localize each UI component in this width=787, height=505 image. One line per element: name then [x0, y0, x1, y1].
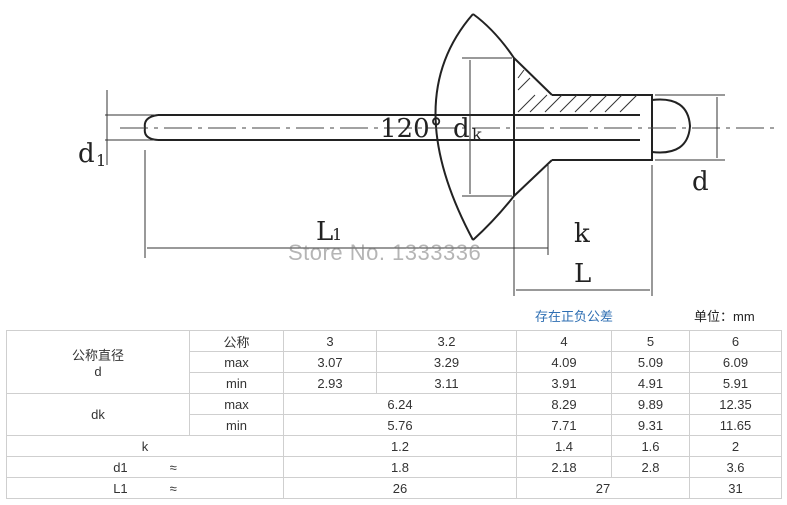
value-cell: 1.2: [283, 435, 517, 457]
value-cell: 6.24: [283, 393, 517, 415]
table-row: dk max 6.24 8.29 9.89 12.35: [6, 393, 782, 436]
value-cell: 4.09: [516, 351, 612, 373]
size-cell: 3: [283, 330, 377, 352]
d1-label-text: d1: [113, 459, 128, 475]
table-row: max 3.07 3.29 4.09 5.09 6.09: [7, 351, 782, 373]
row-label: max: [189, 393, 284, 415]
value-cell: 3.29: [376, 351, 517, 373]
label-L: L: [574, 259, 591, 289]
approx-symbol: ≈: [169, 459, 177, 475]
value-cell: 1.8: [283, 456, 517, 478]
table-row: d1 ≈ 1.8 2.18 2.8 3.6: [6, 456, 782, 478]
label-angle: 120°: [380, 114, 443, 144]
value-cell: 8.29: [516, 393, 612, 415]
size-cell: 6: [689, 330, 782, 352]
value-cell: 3.11: [376, 372, 517, 394]
value-cell: 26: [283, 477, 517, 499]
svg-text:1: 1: [96, 151, 106, 170]
value-cell: 31: [689, 477, 782, 499]
label-L1: L: [316, 217, 333, 247]
value-cell: 9.31: [611, 414, 690, 436]
value-cell: 5.09: [611, 351, 690, 373]
value-cell: 7.71: [516, 414, 612, 436]
label-dk: d: [453, 114, 470, 144]
label-d1: d: [78, 139, 95, 169]
table-row: k 1.2 1.4 1.6 2: [6, 435, 782, 457]
unit-note: 单位：mm: [694, 309, 755, 324]
value-cell: 3.6: [689, 456, 782, 478]
value-cell: 12.35: [689, 393, 782, 415]
header-label: 公称: [189, 330, 284, 352]
table-row: L1 ≈ 26 27 31: [6, 477, 782, 499]
row-label: L1 ≈: [6, 477, 284, 499]
value-cell: 1.6: [611, 435, 690, 457]
row-label: min: [189, 414, 284, 436]
label-k: k: [574, 219, 590, 249]
value-cell: 6.09: [689, 351, 782, 373]
value-cell: 11.65: [689, 414, 782, 436]
table-row: 公称直径 d 公称 3 3.2 4 5 6: [6, 330, 782, 394]
dk-label: dk: [6, 393, 190, 436]
svg-text:k: k: [472, 125, 482, 144]
value-cell: 27: [516, 477, 690, 499]
value-cell: 9.89: [611, 393, 690, 415]
label-d: d: [692, 167, 709, 197]
dimension-table: 公称直径 d 公称 3 3.2 4 5 6 max 3.07 3.29 4.09…: [6, 330, 782, 499]
row-label: k: [6, 435, 284, 457]
value-cell: 5.91: [689, 372, 782, 394]
approx-symbol: ≈: [169, 480, 177, 496]
size-cell: 5: [611, 330, 690, 352]
value-cell: 3.07: [283, 351, 377, 373]
nominal-diameter-label: 公称直径 d: [6, 330, 190, 394]
row-label: min: [189, 372, 284, 394]
store-watermark: Store No. 1333336: [288, 240, 482, 265]
value-cell: 1.4: [516, 435, 612, 457]
svg-text:1: 1: [332, 225, 342, 244]
nominal-label-text: 公称直径: [71, 348, 124, 363]
value-cell: 2: [689, 435, 782, 457]
value-cell: 4.91: [611, 372, 690, 394]
tolerance-note: 存在正负公差: [535, 309, 614, 324]
table-row: min 2.93 3.11 3.91 4.91 5.91: [7, 372, 782, 394]
row-label: max: [189, 351, 284, 373]
L1-label-text: L1: [113, 480, 128, 496]
value-cell: 2.18: [516, 456, 612, 478]
rivet-technical-drawing: d 1 120° d k L 1 k L d: [78, 13, 780, 296]
value-cell: 5.76: [283, 414, 517, 436]
size-cell: 4: [516, 330, 612, 352]
row-label: d1 ≈: [6, 456, 284, 478]
nominal-label-symbol: d: [94, 364, 102, 379]
size-cell: 3.2: [376, 330, 517, 352]
value-cell: 2.93: [283, 372, 377, 394]
value-cell: 2.8: [611, 456, 690, 478]
value-cell: 3.91: [516, 372, 612, 394]
